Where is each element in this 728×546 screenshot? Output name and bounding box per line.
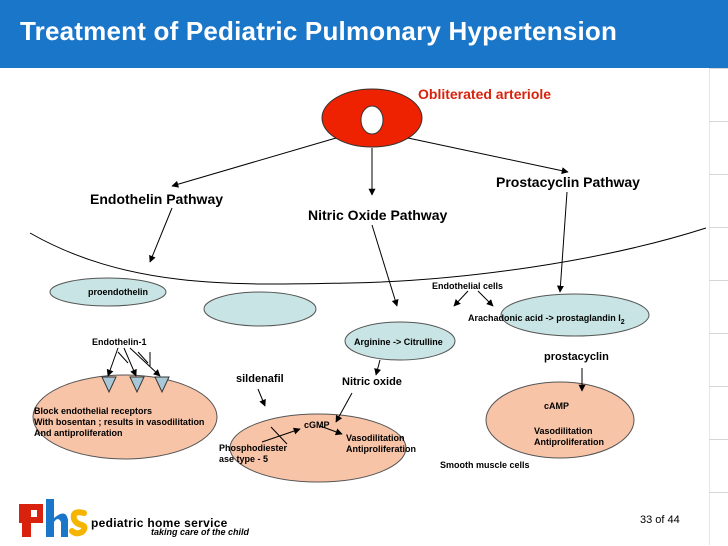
endothelin-pathway-label: Endothelin Pathway (90, 191, 224, 207)
endothelin-1-label: Endothelin-1 (92, 337, 147, 347)
arrow-prostacyclin-down (556, 191, 568, 293)
side-panel-block (709, 280, 728, 333)
side-panel-block (709, 68, 728, 121)
logo-wordmark: pediatric home service (91, 516, 228, 530)
side-panel-block (709, 174, 728, 227)
receptor-icon (154, 376, 170, 394)
membrane-curve (29, 227, 707, 285)
side-panel-block (709, 121, 728, 174)
nitric-oxide-pathway-label: Nitric Oxide Pathway (308, 207, 448, 223)
antiproliferation-line: Antiproliferation (534, 437, 604, 447)
vasodilitation-right-note: Vasodilitation Antiproliferation (534, 426, 604, 448)
antiproliferation-line: Antiproliferation (346, 444, 416, 454)
side-panel-block (709, 386, 728, 439)
page-number: 33 of 44 (640, 514, 680, 526)
block-receptors-line: Block endothelial receptors (34, 406, 153, 416)
block-receptors-line: With bosentan ; results in vasodilitatio… (34, 417, 205, 427)
side-panel-block (709, 492, 728, 545)
phosphodiesterase-line: ase type - 5 (219, 454, 269, 464)
prostacyclin-label: prostacyclin (544, 351, 609, 363)
camp-label: cAMP (544, 401, 570, 411)
arrow-to-endothelin (171, 137, 337, 188)
smooth-muscle-label: Smooth muscle cells (440, 460, 530, 470)
title-bar: Treatment of Pediatric Pulmonary Hyperte… (0, 0, 728, 68)
vasodilitation-line: Vasodilitation (534, 426, 593, 436)
arrow-sildenafil (257, 388, 266, 407)
side-panel-block (709, 333, 728, 386)
pde5-smooth-cell (229, 413, 407, 483)
arrow-endothelial-left (453, 290, 469, 307)
vasodilitation-line: Vasodilitation (346, 433, 405, 443)
arteriole-lumen (360, 105, 384, 135)
arrow-nitric-cgmp (335, 392, 353, 423)
arrow-endothelin-down (149, 207, 173, 263)
block-mark (117, 351, 129, 364)
inhibit-mark (270, 426, 288, 445)
arginine-cell (344, 321, 456, 361)
endothelial-cells-label: Endothelial cells (432, 281, 504, 291)
proendothelin-cell (49, 277, 167, 307)
logo-s-shape (69, 509, 88, 537)
logo-p-bowl (19, 504, 43, 523)
block-receptors-note: Block endothelial receptors With bosenta… (34, 406, 204, 439)
block-receptors-line: And antiproliferation (34, 428, 123, 438)
page-title: Treatment of Pediatric Pulmonary Hyperte… (20, 16, 618, 46)
prostacyclin-smooth-cell (485, 381, 635, 459)
middle-cell (203, 291, 317, 327)
proendothelin-label: proendothelin (88, 287, 148, 297)
arrow-endothelin-receptor (129, 347, 161, 377)
arginine-label: Arginine -> Citrulline (354, 337, 443, 347)
arachidonic-acid-label: Arachadonic acid -> prostaglandin I2 (468, 313, 625, 326)
logo-h-stem (46, 499, 54, 537)
endothelin-smooth-cell (32, 374, 218, 460)
side-panel-block (709, 439, 728, 492)
arachidonic-subscript: 2 (620, 318, 625, 326)
arrow-endothelin-receptor (123, 347, 137, 377)
sildenafil-label: sildenafil (236, 373, 284, 385)
nitric-oxide-label: Nitric oxide (342, 376, 402, 388)
arrow-nitric-down (371, 224, 399, 307)
arrow-arginine-nitric (374, 359, 382, 376)
side-panel-block (709, 227, 728, 280)
logo-h-arch (54, 513, 68, 537)
prostaglandin-cell (500, 293, 650, 337)
arrow-cgmp-vasodilitation (319, 425, 343, 436)
phosphodiesterase-line: Phosphodiester (219, 443, 288, 453)
vasodilitation-left-note: Vasodilitation Antiproliferation (346, 433, 416, 455)
block-mark (137, 351, 149, 364)
arrow-pde5-inhibit (261, 427, 301, 443)
prostacyclin-pathway-label: Prostacyclin Pathway (496, 174, 640, 190)
receptor-icon (101, 376, 117, 394)
phs-logo-icon (19, 499, 88, 537)
logo-tagline: taking care of the child (151, 527, 250, 537)
arrow-endothelin-receptor (106, 347, 119, 377)
receptor-icon (129, 376, 145, 394)
arrow-endothelial-right (477, 290, 494, 307)
arrow-to-prostacyclin (407, 137, 569, 175)
phosphodiesterase-label: Phosphodiester ase type - 5 (219, 443, 287, 465)
obliterated-arteriole-label: Obliterated arteriole (418, 86, 552, 102)
cgmp-label: cGMP (304, 420, 330, 430)
